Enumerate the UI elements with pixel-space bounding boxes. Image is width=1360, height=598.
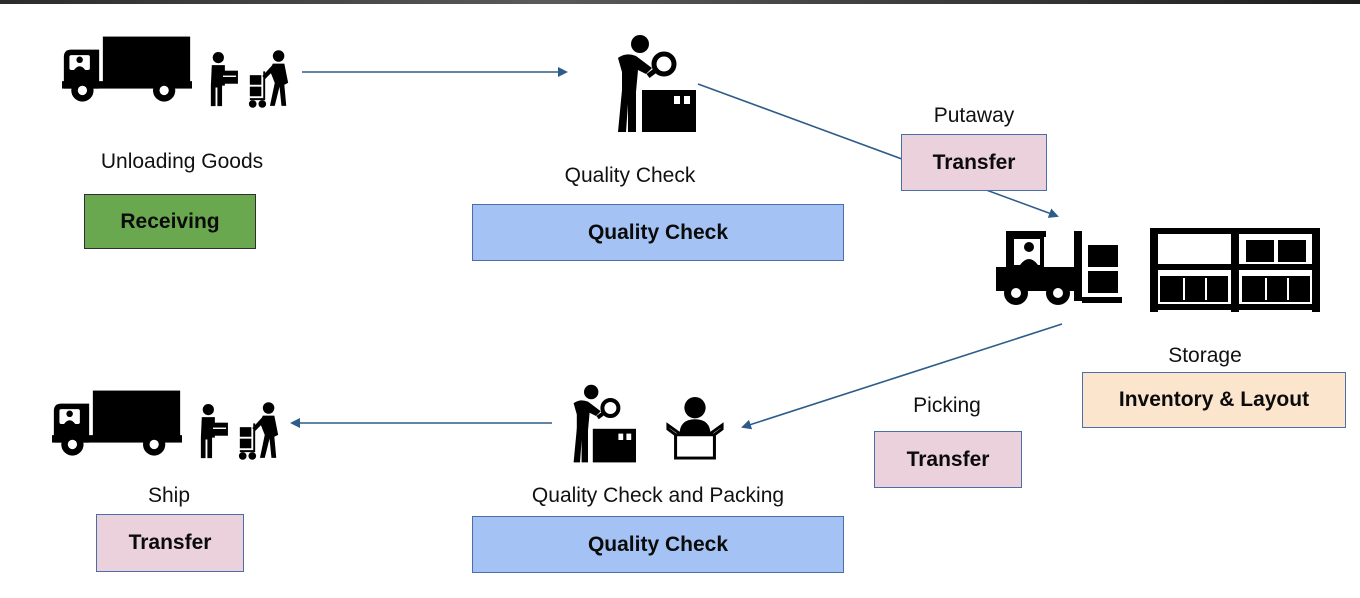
tag-putaway-transfer: Transfer — [901, 134, 1047, 191]
caption-quality-check: Quality Check — [564, 164, 696, 187]
caption-storage: Storage — [1168, 344, 1242, 367]
worker-with-box-icon — [206, 52, 240, 108]
caption-unloading-goods: Unloading Goods — [100, 150, 264, 173]
caption-ship: Ship — [147, 484, 191, 507]
tag-quality-check: Quality Check — [472, 204, 844, 261]
tag-inventory-layout: Inventory & Layout — [1082, 372, 1346, 428]
warehouse-shelves-icon — [1150, 228, 1320, 312]
top-border — [0, 0, 1360, 4]
inspector-icon — [596, 34, 696, 134]
worker-with-handtruck-icon — [246, 50, 292, 108]
forklift-icon — [996, 224, 1126, 310]
arrow-storage-to-packing — [741, 323, 1063, 430]
tag-receiving: Receiving — [84, 194, 256, 249]
truck-icon — [52, 390, 182, 458]
packer-icon — [664, 396, 726, 460]
tag-ship-transfer: Transfer — [96, 514, 244, 572]
inspector-icon — [556, 384, 636, 464]
caption-picking: Picking — [913, 394, 981, 417]
caption-qc-packing: Quality Check and Packing — [531, 484, 785, 507]
worker-with-box-icon — [196, 404, 230, 460]
caption-putaway: Putaway — [933, 104, 1015, 127]
truck-icon — [62, 36, 192, 104]
arrow-qc-to-storage — [697, 83, 1059, 218]
worker-with-handtruck-icon — [236, 402, 282, 460]
tag-qc-packing: Quality Check — [472, 516, 844, 573]
tag-picking-transfer: Transfer — [874, 431, 1022, 488]
